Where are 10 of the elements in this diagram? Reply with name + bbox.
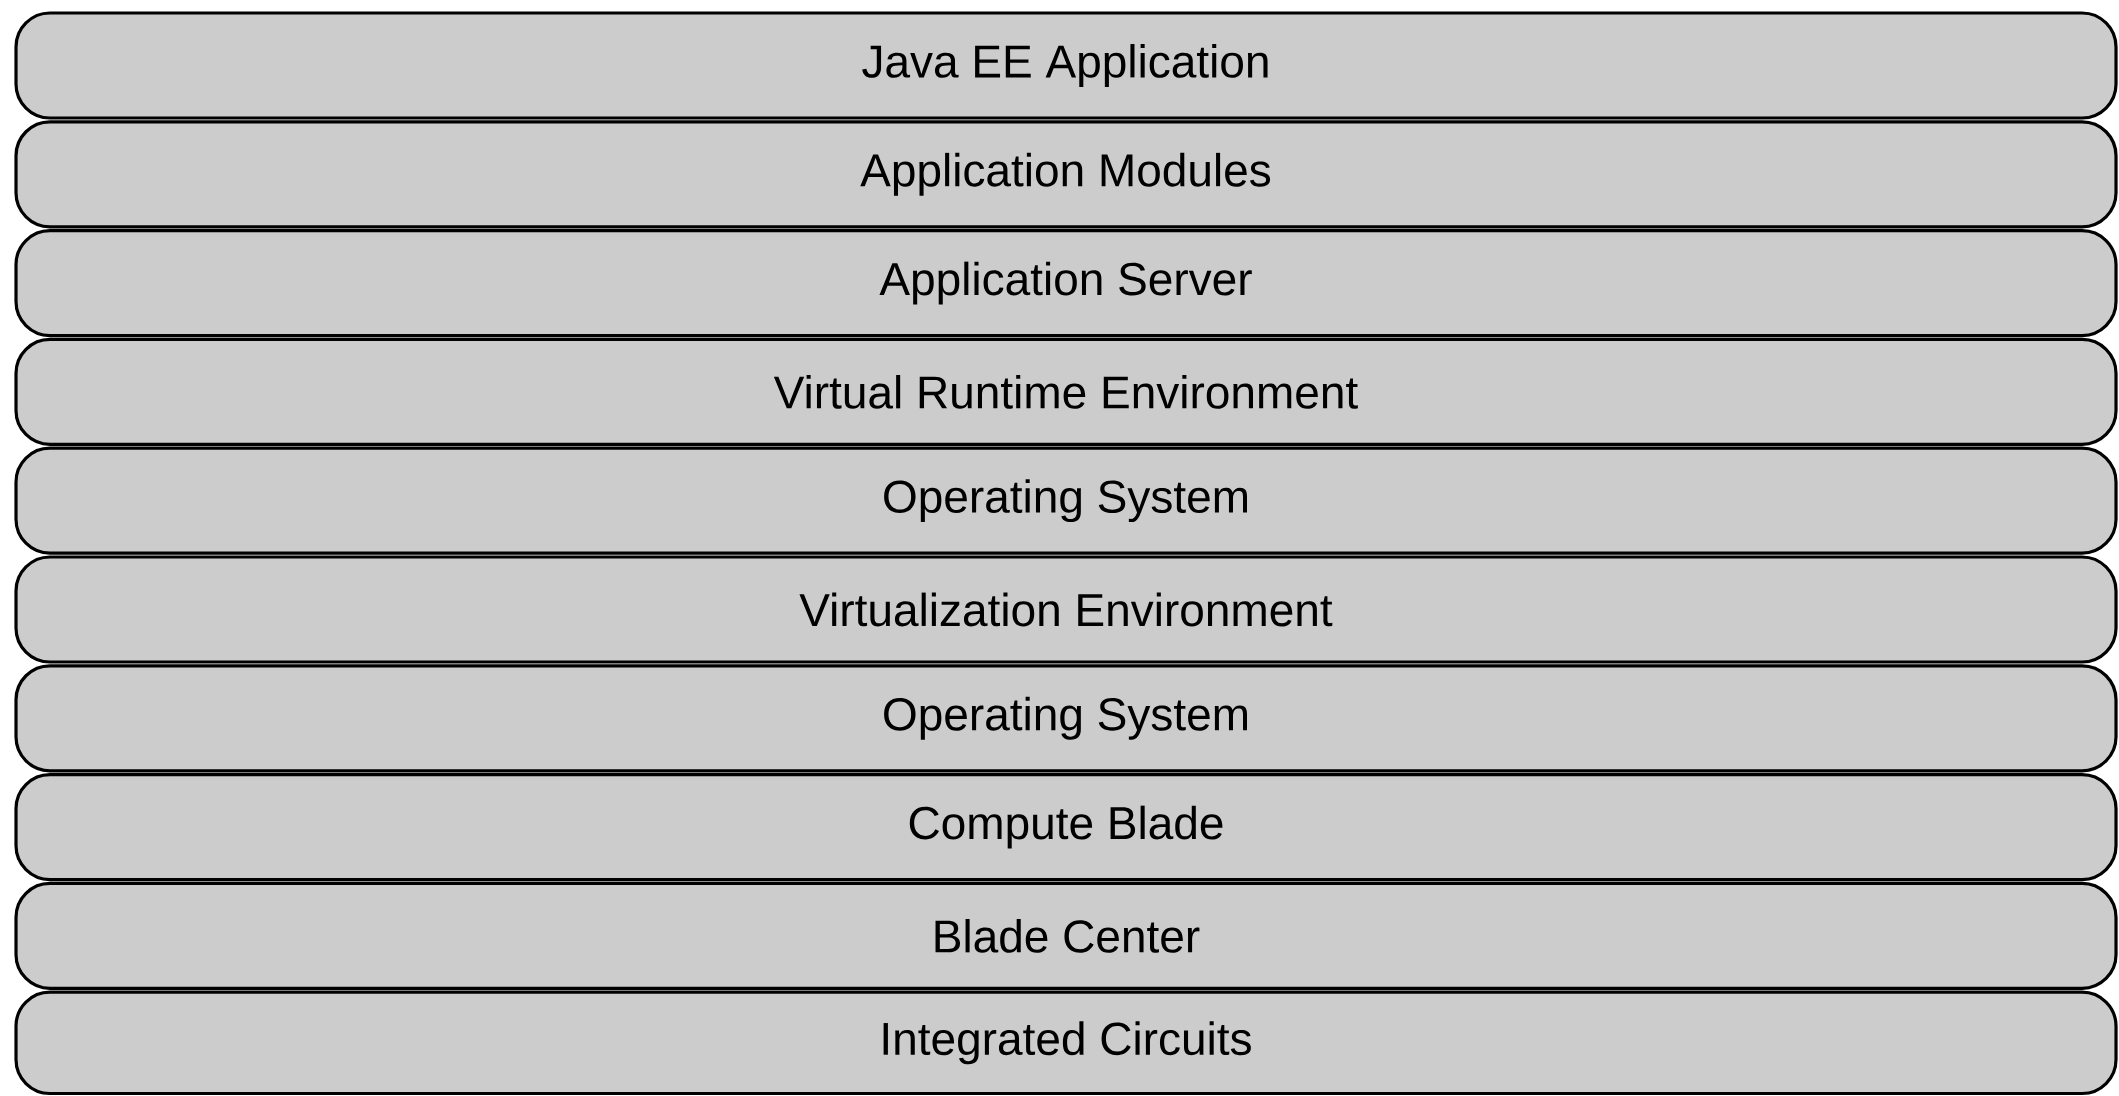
layer-box: Blade Center [14,881,2118,990]
layer-box: Integrated Circuits [14,990,2118,1096]
layer-box: Virtualization Environment [14,555,2118,664]
layer-box: Operating System [14,664,2118,773]
layer-box: Application Server [14,229,2118,338]
layer-box: Virtual Runtime Environment [14,337,2118,446]
layer-box: Application Modules [14,120,2118,229]
layer-box: Java EE Application [14,11,2118,120]
layer-box: Operating System [14,446,2118,555]
layer-box: Compute Blade [14,773,2118,882]
